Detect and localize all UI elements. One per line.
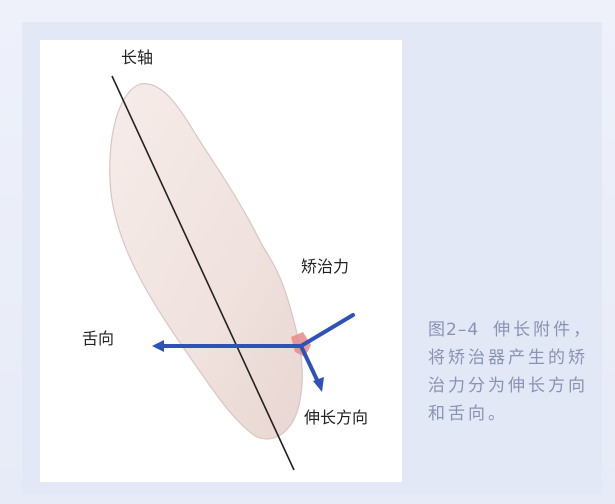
figure-number: 图2–4 xyxy=(428,320,480,340)
caption-text: 伸长附件，将矫治器产生的矫治力分为伸长方向和舌向。 xyxy=(428,320,594,424)
extrusion-arrow xyxy=(299,344,320,384)
long-axis-label: 长轴 xyxy=(121,48,154,67)
tooth-shape xyxy=(109,83,303,440)
extrusion-label: 伸长方向 xyxy=(304,408,369,427)
correction-force-label: 矫治力 xyxy=(301,257,350,276)
lingual-label: 舌向 xyxy=(82,329,115,348)
extrusion-arrowhead xyxy=(313,377,324,392)
correction-force-arrow xyxy=(299,313,355,348)
long-axis-line xyxy=(111,75,295,471)
lingual-arrowhead xyxy=(152,340,164,352)
